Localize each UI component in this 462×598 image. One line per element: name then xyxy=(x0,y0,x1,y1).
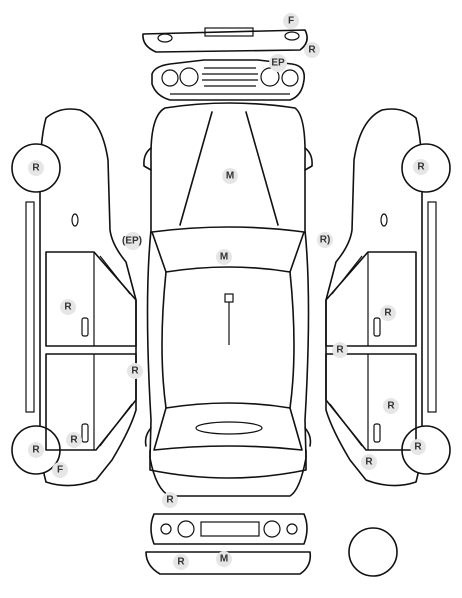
badge-r-right-rear-door: R xyxy=(383,398,399,414)
rear-lights-view xyxy=(150,513,308,545)
badge-label: R xyxy=(131,366,139,377)
badge-label: R xyxy=(308,45,316,56)
badge-label: R xyxy=(417,162,425,173)
badge-r-left-rear-wheel: R xyxy=(28,442,44,458)
badge-label: R xyxy=(384,308,392,319)
badge-label: (EP) xyxy=(122,236,142,247)
badge-m-windshield: M xyxy=(216,249,232,265)
badge-r-right-front-door: R xyxy=(380,305,396,321)
badge-label: R xyxy=(64,302,72,313)
badge-r-left-front-door: R xyxy=(60,299,76,315)
badge-label: R xyxy=(32,163,40,174)
badge-r-rear-bumper: R xyxy=(173,554,189,570)
badge-label: M xyxy=(220,554,228,565)
badge-r-right-rear-wheel: R xyxy=(410,439,426,455)
badge-f-left-rear: F xyxy=(52,462,68,478)
badge-r-right-mirror: R) xyxy=(317,232,333,248)
badge-r-left-rear-door: R xyxy=(66,432,82,448)
legend-circle xyxy=(348,527,398,577)
rear-bumper-view xyxy=(145,551,312,575)
badge-label: R xyxy=(387,401,395,412)
badge-r-trunk: R xyxy=(162,492,178,508)
badge-label: EP xyxy=(271,58,285,69)
badge-label: R xyxy=(365,457,373,468)
badge-label: R xyxy=(177,557,185,568)
car-top-view xyxy=(143,102,313,497)
badge-r-right-rear: R xyxy=(361,454,377,470)
badge-ep-left-mirror: (EP) xyxy=(122,232,142,250)
badge-label: R xyxy=(414,442,422,453)
badge-r-left-front-wheel: R xyxy=(28,160,44,176)
badge-r-right-sill: R xyxy=(332,342,348,358)
badge-r-left-sill: R xyxy=(127,363,143,379)
badge-m-hood: M xyxy=(222,168,238,184)
badge-r-right-front-wheel: R xyxy=(413,159,429,175)
badge-label: M xyxy=(220,252,228,263)
badge-label: R xyxy=(32,445,40,456)
front-grille-view xyxy=(151,59,306,101)
badge-label: R xyxy=(336,345,344,356)
badge-ep-grille: EP xyxy=(269,54,287,72)
badge-label: F xyxy=(57,465,63,476)
badge-f-front: F xyxy=(283,13,299,29)
badge-label: R xyxy=(70,435,78,446)
front-bumper-view xyxy=(142,27,308,53)
right-side-view xyxy=(325,108,451,487)
badge-label: R) xyxy=(320,235,331,246)
badge-label: M xyxy=(226,171,234,182)
badge-label: R xyxy=(166,495,174,506)
badge-r-front-bumper: R xyxy=(304,42,320,58)
badge-label: F xyxy=(288,16,294,27)
badge-m-rear-bumper: M xyxy=(216,551,232,567)
